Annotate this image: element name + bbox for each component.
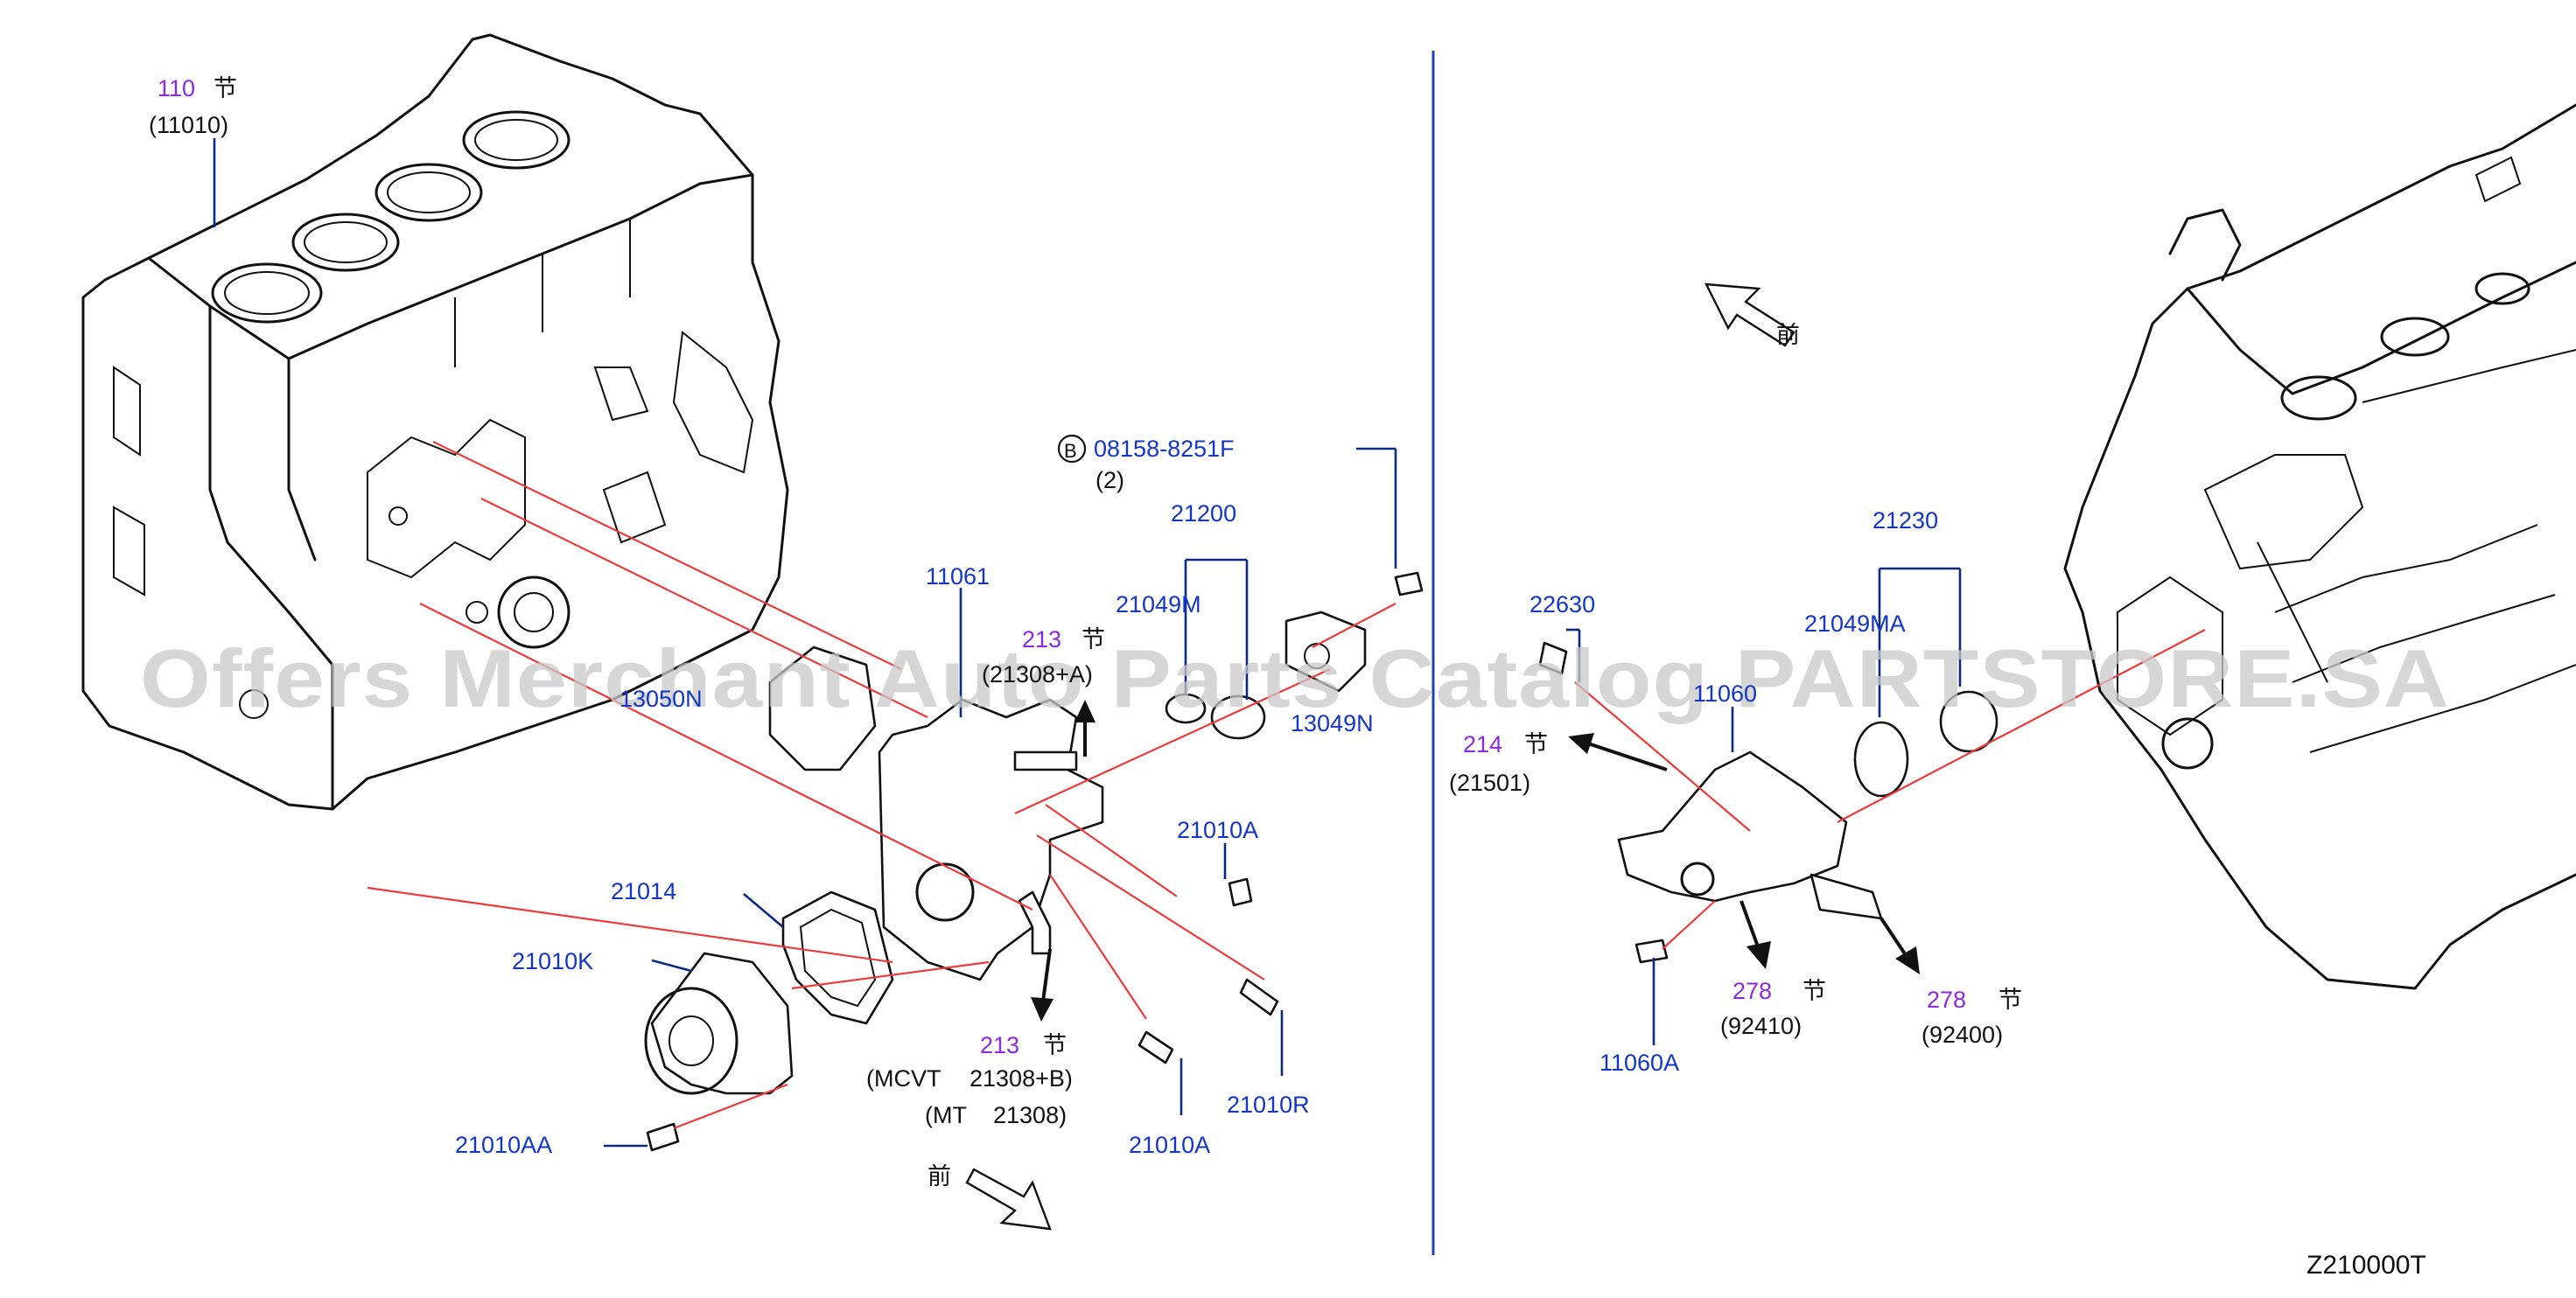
callout-block-ref[interactable]: 110 <box>158 75 195 101</box>
callout-sensor-left[interactable]: 13049N <box>1291 710 1374 736</box>
thermostat-right <box>1853 690 1998 798</box>
bolt-b-marker-circle <box>1057 434 1087 464</box>
section-glyph-bottom: 节 <box>1043 1032 1067 1059</box>
callout-sensor-right[interactable]: 22630 <box>1530 591 1595 618</box>
callout-hose-ref-mt-prefix: (MT <box>925 1102 967 1128</box>
callout-hose-ref-mt-part: 21308) <box>993 1102 1067 1128</box>
callout-thermo-assy-left[interactable]: 21200 <box>1171 500 1236 527</box>
callout-hose-ref-mcvt-part: 21308+B) <box>970 1065 1073 1092</box>
callout-pump[interactable]: 21010K <box>512 948 593 974</box>
callout-block-part: (11010) <box>149 112 228 138</box>
callout-bolt-a-lower[interactable]: 21010A <box>1129 1132 1210 1158</box>
callout-gasket-left[interactable]: 21049M <box>1116 591 1201 618</box>
section-glyph-outlet-b: 节 <box>1998 987 2022 1014</box>
callout-bolt-a-upper[interactable]: 21010A <box>1177 817 1258 843</box>
callout-bolt-b[interactable]: 08158-8251F <box>1094 436 1235 462</box>
callout-housing-gasket[interactable]: 11061 <box>926 563 990 590</box>
callout-outlet-ref-a[interactable]: 278 <box>1732 978 1772 1004</box>
callout-hose-ref-mcvt-prefix: (MCVT <box>866 1065 941 1092</box>
pump-gasket <box>781 890 894 1025</box>
callout-hose-ref-right-part: (21501) <box>1449 770 1530 796</box>
watermark: Offers Merchant Auto Parts Catalog PARTS… <box>140 632 2450 724</box>
callout-leaders <box>213 138 1962 1148</box>
callout-outlet-ref-b-part: (92400) <box>1922 1022 2003 1048</box>
assembly-lines <box>367 441 2206 1130</box>
section-glyph-top: 节 <box>1082 626 1105 653</box>
callout-hose-ref-top-part: (21308+A) <box>982 661 1093 687</box>
front-glyph-left: 前 <box>928 1163 951 1190</box>
callout-hose-ref-bottom[interactable]: 213 <box>980 1032 1019 1058</box>
callout-bolt-r[interactable]: 21010R <box>1227 1092 1310 1118</box>
direction-arrows <box>965 283 1920 1231</box>
callout-hose-ref-right[interactable]: 214 <box>1463 731 1502 757</box>
callout-outlet-ref-a-part: (92410) <box>1720 1013 1802 1039</box>
callout-bolt-aa[interactable]: 21010AA <box>455 1132 552 1158</box>
callout-labels: 110 节 (11010) B 08158-8251F (2) 21200 21… <box>149 75 2426 1280</box>
front-glyph-right: 前 <box>1776 322 1800 349</box>
section-glyph-right: 节 <box>1524 731 1548 758</box>
callout-hose-ref-top[interactable]: 213 <box>1022 626 1061 652</box>
housing-right <box>1617 750 1883 920</box>
thermostat-left <box>1165 611 1367 740</box>
bolts <box>646 571 1669 1152</box>
callout-outlet-ref-b[interactable]: 278 <box>1927 987 1966 1013</box>
engine-head-illustration <box>2063 103 2576 990</box>
diagram-code: Z210000T <box>2306 1251 2426 1280</box>
callout-gasket-pump[interactable]: 21014 <box>611 878 676 904</box>
section-glyph: 节 <box>214 75 237 102</box>
callout-bolt-b-qty: (2) <box>1096 467 1124 493</box>
callout-thermo-assy-right[interactable]: 21230 <box>1872 507 1938 534</box>
section-glyph-outlet-a: 节 <box>1802 978 1826 1005</box>
bolt-b-marker: B <box>1064 440 1077 462</box>
callout-gasket-right[interactable]: 21049MA <box>1804 611 1906 637</box>
callout-bolt-right[interactable]: 11060A <box>1600 1050 1679 1076</box>
water-pump <box>644 952 794 1095</box>
callout-housing-right[interactable]: 11060 <box>1693 680 1757 707</box>
engine-block-illustration <box>81 33 789 811</box>
callout-seal-partial[interactable]: 13050N <box>620 686 703 712</box>
